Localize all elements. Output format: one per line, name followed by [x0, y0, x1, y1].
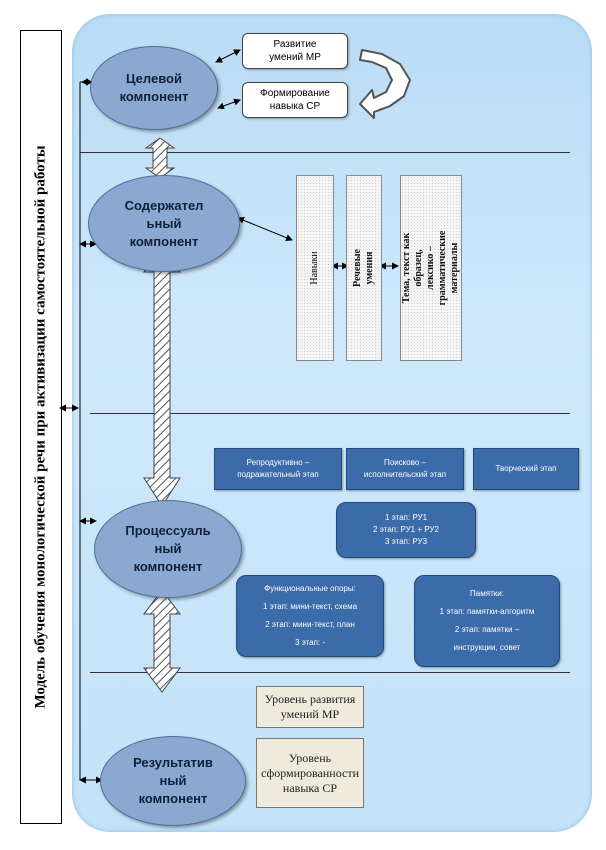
content-component-label: Содержател ьный компонент	[124, 197, 204, 249]
skills-label: Навыки	[309, 251, 320, 285]
process-component-label: Процессуаль ный компонент	[125, 523, 211, 574]
speech-skills-stages-text: 1 этап: РУ1 2 этап: РУ1 + РУ2 3 этап: РУ…	[373, 513, 439, 546]
content-component-ellipse: Содержател ьный компонент	[88, 175, 240, 272]
skills-vertical-box: Навыки	[296, 175, 334, 361]
speech-skills-stages-box: 1 этап: РУ1 2 этап: РУ1 + РУ2 3 этап: РУ…	[336, 502, 476, 558]
stage-reproductive-label: Репродуктивно – подражательный этап	[237, 458, 319, 479]
target-component-ellipse: Целевой компонент	[90, 46, 218, 130]
stage-creative-label: Творческий этап	[495, 464, 557, 473]
speech-skills-vertical-box: Речевые умения	[346, 175, 382, 361]
functional-supports-box: Функциональные опоры: 1 этап: мини-текст…	[236, 575, 384, 657]
skills-mr-label: Развитие умений МР	[269, 39, 321, 63]
separator-line	[80, 152, 570, 153]
bidirectional-arrow	[237, 217, 293, 241]
bidirectional-arrow	[217, 98, 241, 110]
double-arrow-process-result	[143, 589, 181, 693]
curved-arrow-icon	[359, 49, 411, 119]
level-sr-box: Уровень сформированности навыка СР	[256, 738, 364, 808]
skill-sr-box: Формирование навыка СР	[242, 82, 348, 118]
stage-reproductive-box: Репродуктивно – подражательный этап	[214, 448, 342, 490]
stage-search-label: Поисково – исполнительский этап	[363, 458, 447, 479]
double-arrow-content-process	[143, 243, 181, 507]
topic-materials-label: Тема, текст как образец, лексико – грамм…	[401, 230, 460, 306]
level-mr-label: Уровень развития умений МР	[264, 692, 356, 721]
separator-line	[90, 413, 570, 414]
skill-sr-label: Формирование навыка СР	[260, 88, 330, 112]
result-component-ellipse: Результатив ный компонент	[100, 736, 246, 826]
functional-supports-text: Функциональные опоры: 1 этап: мини-текст…	[262, 584, 358, 647]
stage-creative-box: Творческий этап	[473, 448, 579, 490]
level-mr-box: Уровень развития умений МР	[256, 686, 364, 728]
stage-search-box: Поисково – исполнительский этап	[346, 448, 464, 490]
target-component-label: Целевой компонент	[119, 71, 189, 104]
memos-text: Памятки: 1 этап: памятки-алгоритм 2 этап…	[439, 589, 535, 652]
process-component-ellipse: Процессуаль ный компонент	[94, 500, 242, 598]
topic-materials-vertical-box: Тема, текст как образец, лексико – грамм…	[400, 175, 462, 361]
separator-line	[90, 672, 570, 673]
model-title-box: Модель обучения монологической речи при …	[20, 30, 62, 824]
result-component-label: Результатив ный компонент	[133, 755, 213, 806]
skills-mr-box: Развитие умений МР	[242, 33, 348, 69]
speech-skills-label: Речевые умения	[352, 249, 375, 287]
memos-box: Памятки: 1 этап: памятки-алгоритм 2 этап…	[414, 575, 560, 667]
level-sr-label: Уровень сформированности навыка СР	[260, 750, 360, 795]
bidirectional-arrow	[215, 49, 241, 63]
double-arrow-target-content	[144, 137, 176, 179]
